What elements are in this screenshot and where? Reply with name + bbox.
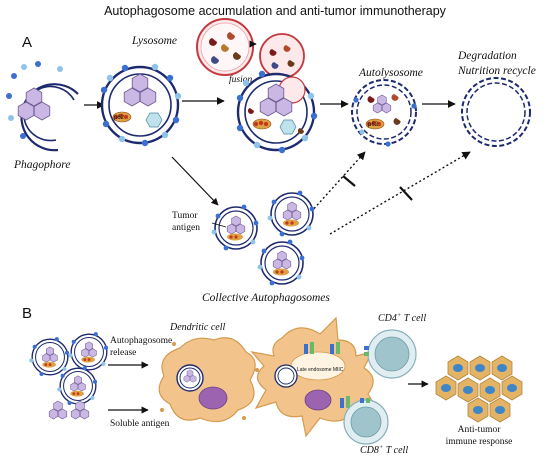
tumor-cell-cluster: [435, 355, 523, 423]
antigen-presenting-dendritic-cell: [250, 316, 382, 438]
cd4-t-cell-label: CD4+ T cell: [378, 312, 426, 324]
fusion-label: fusion: [229, 74, 252, 85]
cd8-t-cell-label: CD8+ T cell: [360, 444, 408, 456]
autophagosome-release-label-2: release: [110, 348, 136, 358]
phagophore-label: Phagophore: [13, 159, 70, 171]
tumor-antigen-label-2: antigen: [172, 223, 200, 233]
dendritic-cell-label: Dendritic cell: [169, 322, 225, 333]
degraded-vesicle: [461, 77, 531, 147]
lysosome: [196, 18, 254, 76]
autophagosome-release-label: Autophagosome: [110, 336, 172, 346]
blocked-arrow-to-degradation: [329, 151, 471, 235]
released-autophagosomes: [29, 332, 108, 405]
autophagosome: p62: [100, 63, 182, 147]
phagophore: [6, 61, 79, 152]
panel-a-label: A: [22, 34, 32, 51]
cd4-t-cell: [364, 329, 417, 379]
anti-tumor-label: Anti-tumor: [458, 425, 502, 435]
autolysosome: p62: [351, 79, 417, 147]
tumor-antigen-label: Tumor: [172, 211, 198, 221]
late-endosome-label: Late endosome MIIC: [297, 367, 344, 373]
degradation-label: Degradation: [457, 50, 517, 62]
lysosome-label: Lysosome: [131, 35, 177, 47]
blocked-arrow-to-autolysosome: [301, 151, 366, 223]
dendritic-cell: [158, 337, 259, 423]
autolysosome-label: Autolysosome: [358, 67, 423, 79]
collective-autophagosomes: [212, 191, 315, 286]
panel-b-label: B: [22, 305, 32, 322]
cd8-t-cell: [343, 398, 389, 445]
fused-autophagosome: [236, 70, 318, 154]
p62-label: p62: [114, 115, 125, 121]
soluble-antigen-label: Soluble antigen: [110, 419, 170, 429]
lysosome-fusing: [259, 33, 305, 79]
nutrition-recycle-label: Nutrition recycle: [457, 65, 536, 77]
figure-title: Autophagosome accumulation and anti-tumo…: [104, 4, 447, 18]
p62-label-autolysosome: p62: [368, 122, 379, 128]
immune-response-label: immune response: [446, 437, 513, 447]
collective-autophagosomes-label: Collective Autophagosomes: [202, 292, 330, 304]
